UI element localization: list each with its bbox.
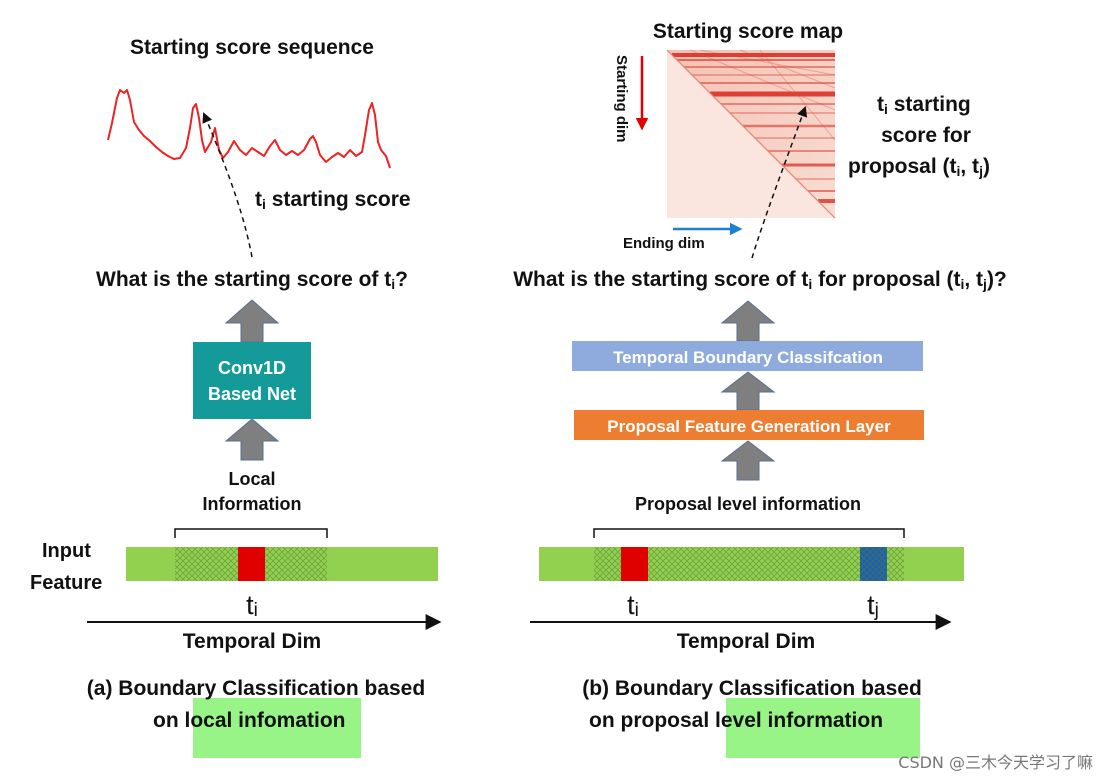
tbc-label: Temporal Boundary Classifcation bbox=[613, 348, 883, 367]
left-ti-cell bbox=[238, 547, 265, 581]
map-annotation-line1: ti starting bbox=[877, 93, 971, 117]
sequence-title: Starting score sequence bbox=[130, 36, 374, 59]
left-axis-label: Temporal Dim bbox=[183, 630, 321, 653]
proposal-level-info-label: Proposal level information bbox=[635, 494, 861, 514]
left-caption-line1: (a) Boundary Classification based bbox=[87, 677, 425, 700]
local-info-line2: Information bbox=[203, 494, 302, 514]
left-ti-label: ti bbox=[246, 590, 258, 621]
right-ti-label: ti bbox=[627, 590, 639, 621]
right-up-arrow-bottom bbox=[720, 440, 776, 481]
local-info-line1: Local bbox=[228, 469, 275, 489]
pfgl-label: Proposal Feature Generation Layer bbox=[607, 417, 891, 436]
score-sequence-line bbox=[107, 89, 391, 169]
ti-starting-score-label: ti starting score bbox=[255, 188, 411, 212]
conv1d-box bbox=[193, 342, 311, 419]
right-bracket bbox=[593, 528, 905, 538]
conv1d-label-line2: Based Net bbox=[208, 384, 296, 404]
map-title: Starting score map bbox=[653, 20, 843, 43]
pfgl-box bbox=[574, 410, 924, 440]
csdn-watermark: CSDN @三木今天学习了嘛 bbox=[898, 753, 1093, 772]
right-up-arrow-mid bbox=[720, 371, 776, 411]
ending-dim-label: Ending dim bbox=[623, 235, 705, 252]
map-annotation-line2: score for bbox=[881, 124, 971, 147]
right-caption-line1: (b) Boundary Classification based bbox=[582, 677, 922, 700]
input-feature-line1: Input bbox=[42, 540, 91, 562]
tbc-box bbox=[572, 341, 923, 371]
score-map bbox=[666, 49, 836, 219]
left-caption-highlight bbox=[193, 698, 361, 758]
conv1d-label-line1: Conv1D bbox=[218, 358, 286, 378]
left-dashed-arrow bbox=[202, 112, 253, 258]
left-up-arrow-bottom bbox=[224, 418, 280, 461]
right-caption-line2: on proposal level information bbox=[589, 709, 883, 732]
left-caption-line2: on local infomation bbox=[153, 709, 346, 732]
right-question: What is the starting score of ti for pro… bbox=[513, 268, 1007, 292]
left-bracket bbox=[174, 528, 328, 538]
right-tj-hatch bbox=[860, 547, 887, 581]
input-feature-line2: Feature bbox=[30, 572, 102, 594]
right-up-arrow-top bbox=[720, 300, 776, 342]
right-axis-label: Temporal Dim bbox=[677, 630, 815, 653]
starting-dim-label: Starting dim bbox=[613, 55, 630, 143]
right-caption-highlight bbox=[726, 698, 920, 758]
right-tj-label: tj bbox=[867, 590, 879, 621]
right-ti-cell bbox=[621, 547, 648, 581]
map-annotation-line3: proposal (ti, tj) bbox=[848, 155, 990, 179]
left-up-arrow-top bbox=[224, 299, 280, 343]
left-question: What is the starting score of ti? bbox=[96, 268, 408, 292]
